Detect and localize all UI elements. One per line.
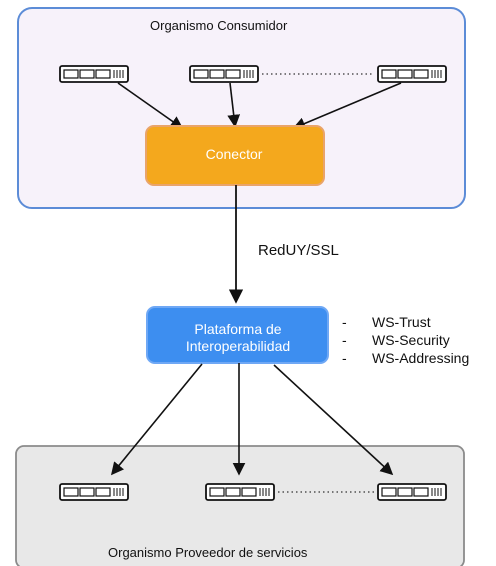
protocol-bullet: - <box>342 314 347 330</box>
protocol-bullet: - <box>342 350 347 366</box>
link-label: RedUY/SSL <box>258 242 339 259</box>
plataforma-line-1: Plataforma de <box>194 321 282 337</box>
provider-server-1 <box>59 483 129 501</box>
protocol-text: WS-Security <box>372 332 450 348</box>
provider-title: Organismo Proveedor de servicios <box>108 545 308 560</box>
conector-node <box>145 125 325 186</box>
protocol-text: WS-Addressing <box>372 350 470 366</box>
plataforma-line-2: Interoperabilidad <box>185 337 291 354</box>
consumer-server-3 <box>377 65 447 83</box>
protocol-bullet: - <box>342 332 347 348</box>
consumer-server-2 <box>189 65 259 83</box>
consumer-to-conector-arrow-1 <box>117 82 184 129</box>
provider-server-2 <box>205 483 275 501</box>
provider-container <box>15 445 465 566</box>
protocol-item: - WS-Addressing <box>342 350 469 366</box>
plataforma-label: Plataforma de Interoperabilidad <box>146 321 330 355</box>
protocol-text: WS-Trust <box>372 314 431 330</box>
protocol-item: - WS-Security <box>342 332 450 348</box>
plataforma-to-provider-arrow-3 <box>273 364 394 476</box>
plataforma-to-provider-arrow-1 <box>110 363 203 476</box>
consumer-title: Organismo Consumidor <box>150 18 288 33</box>
conector-label: Conector <box>205 146 263 162</box>
plataforma-node <box>146 306 329 364</box>
provider-server-3 <box>377 483 447 501</box>
protocol-item: - WS-Trust <box>342 314 431 330</box>
consumer-to-conector-arrow-3 <box>292 82 402 130</box>
consumer-to-conector-arrow-2 <box>227 82 241 128</box>
consumer-container <box>17 7 466 209</box>
consumer-server-1 <box>59 65 129 83</box>
